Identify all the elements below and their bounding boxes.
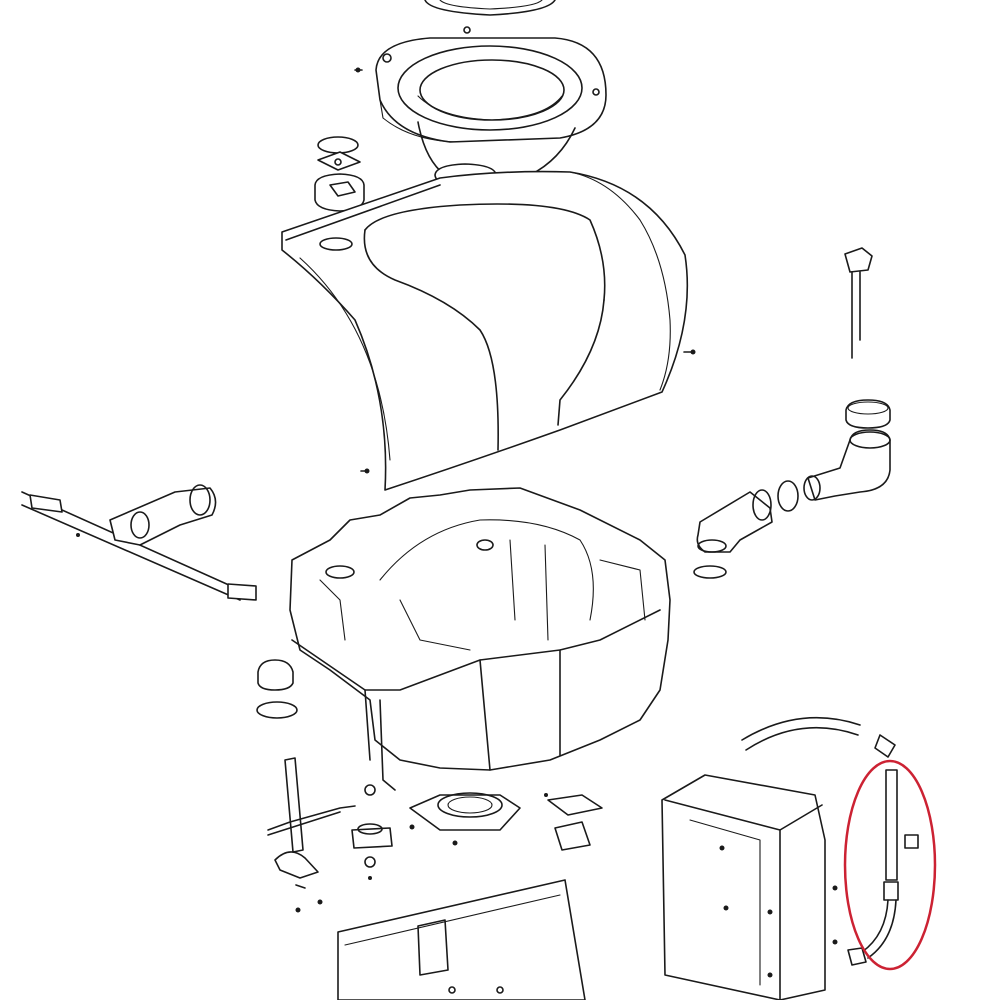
highlight-ellipse: [843, 759, 937, 971]
tank-cap: [845, 399, 891, 429]
flange: [409, 792, 521, 846]
elbow-pipe: [777, 429, 891, 512]
fitting-parts: [351, 823, 393, 880]
control-box: [661, 774, 838, 1001]
drain-cap: [256, 659, 298, 719]
level-sensor: [844, 247, 873, 359]
float-valve: [21, 484, 257, 601]
bowl: [375, 37, 607, 176]
flush-pipe: [693, 489, 773, 579]
hose: [741, 716, 896, 758]
tube-assembly: [847, 769, 919, 966]
valve-seal-parts: [314, 136, 365, 212]
mechanism-shaft: [267, 757, 356, 913]
bowl-seal-ring: [424, 0, 556, 34]
base-plate: [337, 879, 586, 1001]
screw-icon: [354, 67, 363, 73]
bracket-parts: [544, 793, 603, 851]
outer-casing: [281, 170, 696, 491]
main-tank: [289, 487, 671, 796]
